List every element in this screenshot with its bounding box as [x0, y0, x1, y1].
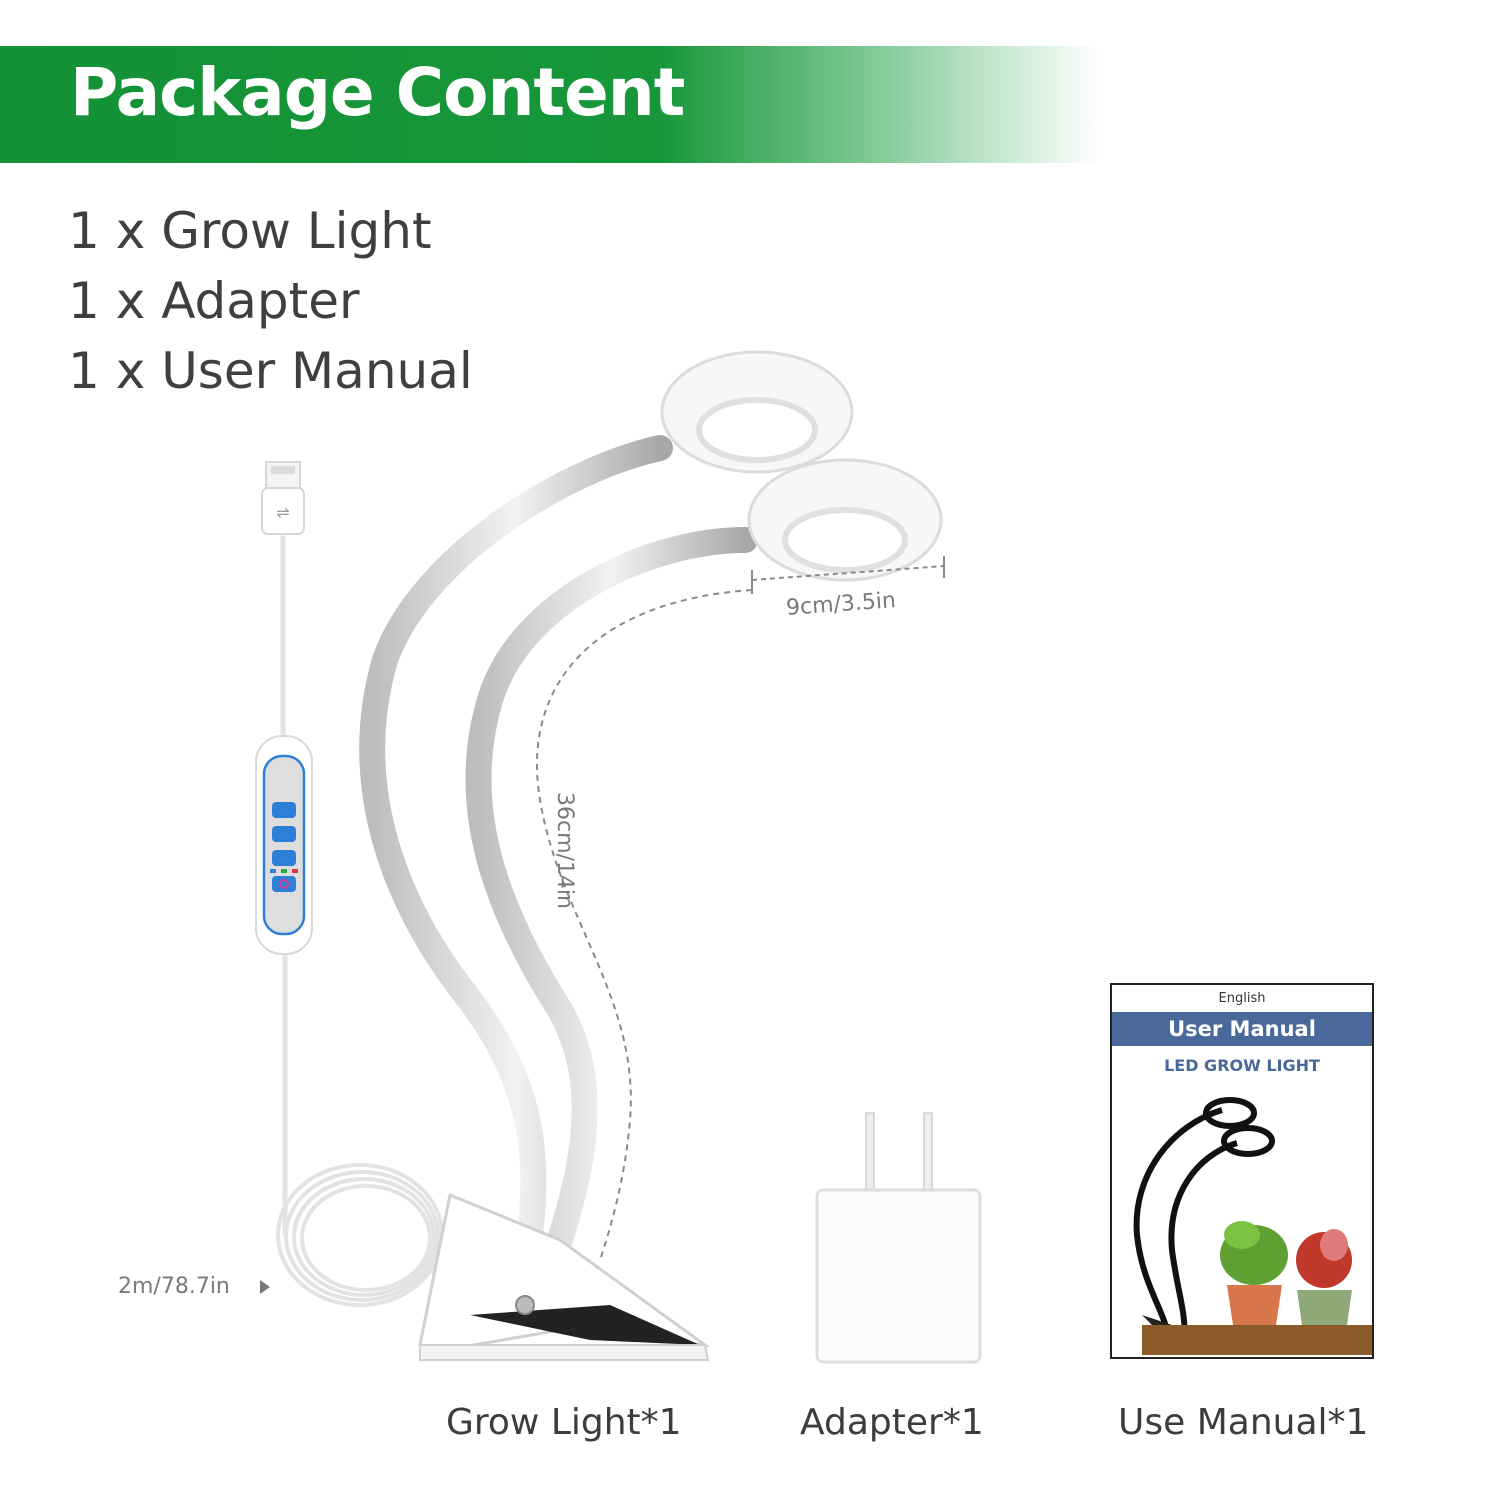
light-head-rear: [660, 350, 854, 474]
gooseneck-length-label: 36cm/14in: [551, 792, 577, 909]
light-head-front: [747, 458, 943, 582]
manual-subtitle: LED GROW LIGHT: [1164, 1056, 1320, 1075]
gooseneck-arm-front: [465, 527, 758, 1253]
svg-text:⇌: ⇌: [276, 503, 289, 522]
manual-language: English: [1218, 991, 1266, 1006]
gooseneck-arm-rear: [359, 435, 673, 1248]
caption-adapter: Adapter*1: [800, 1402, 984, 1443]
list-item: 1 x User Manual: [68, 342, 473, 400]
coiled-cable: [276, 1163, 444, 1307]
cable-length-label: 2m/78.7in: [118, 1274, 230, 1299]
manual-cover-illustration: [1133, 1097, 1372, 1355]
usb-plug: ⇌: [261, 461, 305, 535]
content-list: 1 x Grow Light 1 x Adapter 1 x User Manu…: [68, 196, 473, 406]
page-title: Package Content: [70, 54, 685, 131]
list-item: 1 x Adapter: [68, 272, 360, 330]
clamp: [418, 1192, 711, 1361]
adapter: [815, 1112, 982, 1364]
user-manual-booklet: English User Manual LED GROW LIGHT: [1110, 983, 1374, 1359]
dimension-line-arm: [535, 589, 753, 1261]
manual-title: User Manual: [1112, 1012, 1372, 1046]
caption-manual: Use Manual*1: [1118, 1402, 1369, 1443]
controller: [255, 735, 313, 955]
cable-length-arrow: [260, 1280, 270, 1294]
header-banner: [0, 46, 1100, 163]
caption-grow-light: Grow Light*1: [446, 1402, 682, 1443]
list-item: 1 x Grow Light: [68, 202, 432, 260]
